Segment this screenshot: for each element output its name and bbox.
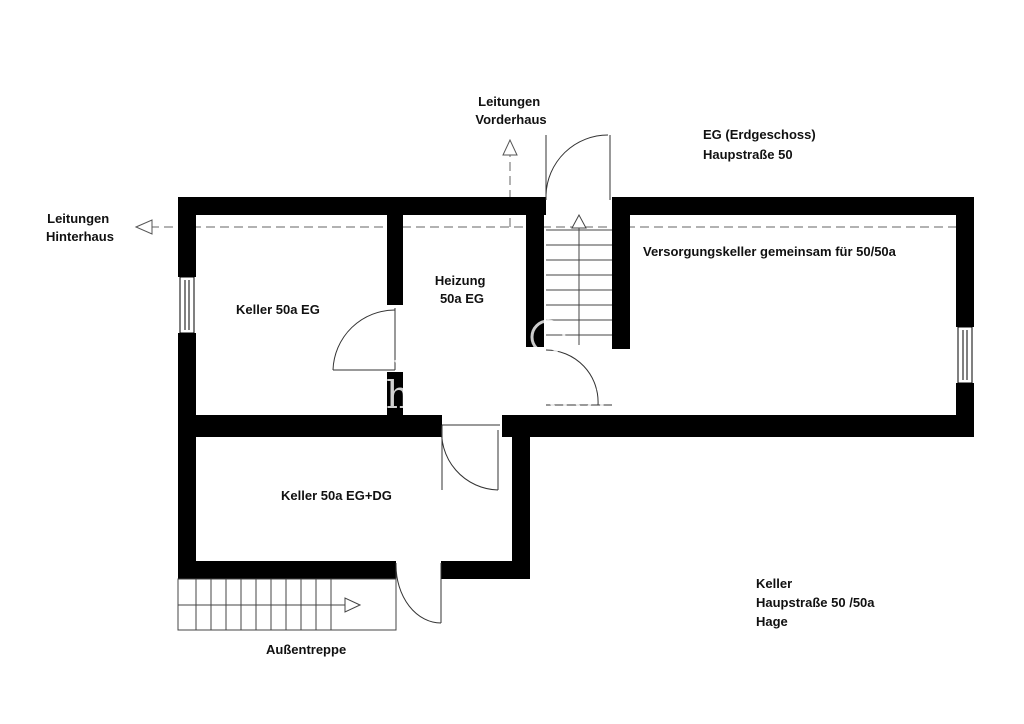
watermark-text: ohne-makler	[362, 373, 615, 417]
room-label-versorgungskeller: Versorgungskeller gemeinsam für 50/50a	[643, 244, 897, 259]
room-label-heizung: Heizung 50a EG	[435, 273, 489, 306]
supply-lines	[134, 138, 958, 235]
inner-staircase	[546, 213, 612, 345]
outer-staircase	[177, 578, 397, 631]
arrow-up-icon	[502, 138, 518, 156]
label-leitungen-hinterhaus: Leitungen Hinterhaus	[46, 211, 114, 244]
window-left	[179, 276, 195, 334]
window-right	[957, 326, 973, 384]
label-eg-title: EG (Erdgeschoss) Haupstraße 50	[703, 127, 819, 162]
walls	[178, 197, 974, 579]
house-logo-icon	[394, 316, 526, 364]
room-label-keller-50a-eg-dg: Keller 50a EG+DG	[281, 488, 392, 503]
room-label-keller-50a-eg: Keller 50a EG	[236, 302, 320, 317]
stair-arrow-right-icon	[344, 597, 362, 613]
watermark: ohne-makler	[362, 316, 615, 417]
arrow-left-icon	[134, 219, 153, 235]
label-keller-info: Keller Haupstraße 50 /50a Hage	[756, 576, 878, 629]
label-leitungen-vorderhaus: Leitungen Vorderhaus	[475, 94, 546, 127]
label-aussentreppe: Außentreppe	[266, 642, 346, 657]
stair-arrow-up-icon	[571, 213, 587, 229]
magnifier-logo-icon	[530, 319, 566, 355]
